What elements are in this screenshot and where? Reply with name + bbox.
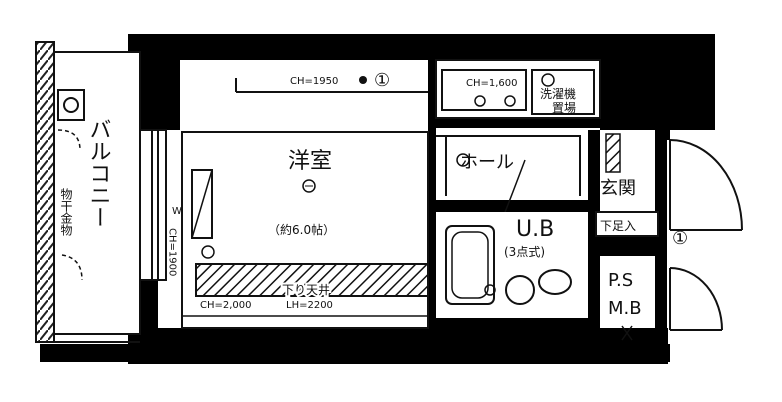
ps-mb: P.S M.B <box>600 256 655 341</box>
ps-label: P.S <box>608 270 633 291</box>
washer-label-1: 洗濯機 <box>540 86 576 101</box>
western-room-size: （約6.0帖） <box>268 222 335 237</box>
bathtub <box>445 225 495 305</box>
unit-bath-note: (3点式) <box>504 245 545 259</box>
lh-label: LH=2200 <box>286 300 333 311</box>
ch-bottom-label: CH=2,000 <box>200 300 252 311</box>
western-room-label: 洋室 <box>288 149 332 174</box>
shoe-box-label: 下足入 <box>600 219 636 233</box>
shoe-box <box>595 211 659 237</box>
washer-label-2: 置場 <box>552 101 576 115</box>
ch-hall-label: CH=1,600 <box>466 78 518 89</box>
ceiling-light-icon <box>302 179 316 193</box>
unit-bath-label: U.B <box>516 217 554 242</box>
balcony: バルコニー 物干金物 <box>35 41 141 343</box>
toilet-icon <box>505 275 535 305</box>
sink-icon <box>538 269 572 295</box>
entrance-label: 玄関 <box>600 178 636 199</box>
ac-outdoor-unit <box>57 89 85 121</box>
balcony-note: 物干金物 <box>59 188 73 236</box>
balcony-window <box>139 129 167 281</box>
door-swings <box>669 139 743 331</box>
ch-top-label: CH=1950 <box>290 76 338 87</box>
circled-one-top: ① <box>374 70 390 91</box>
lowered-ceiling-area <box>195 263 429 297</box>
hall-label: ホール <box>460 152 514 173</box>
unit-bath: U.B (3点式) <box>436 212 588 318</box>
entrance: 玄関 下足入 ① <box>595 130 688 249</box>
balcony-label: バルコニー <box>86 118 111 228</box>
exterior-walls <box>40 34 715 364</box>
kitchen-strip: CH=1,600 洗濯機 置場 <box>435 59 601 119</box>
window-w-label: W <box>172 206 182 217</box>
western-room: 洋室 （約6.0帖） W CH=1900 CH=1950 ① 下り天井 LH=2… <box>167 60 429 329</box>
circled-one-entrance: ① <box>672 228 688 249</box>
hall: ホール <box>436 128 588 231</box>
lowered-ceiling-label: 下り天井 <box>282 283 330 297</box>
mb-label: M.B <box>608 298 642 319</box>
ch-left-label: CH=1900 <box>167 228 178 276</box>
